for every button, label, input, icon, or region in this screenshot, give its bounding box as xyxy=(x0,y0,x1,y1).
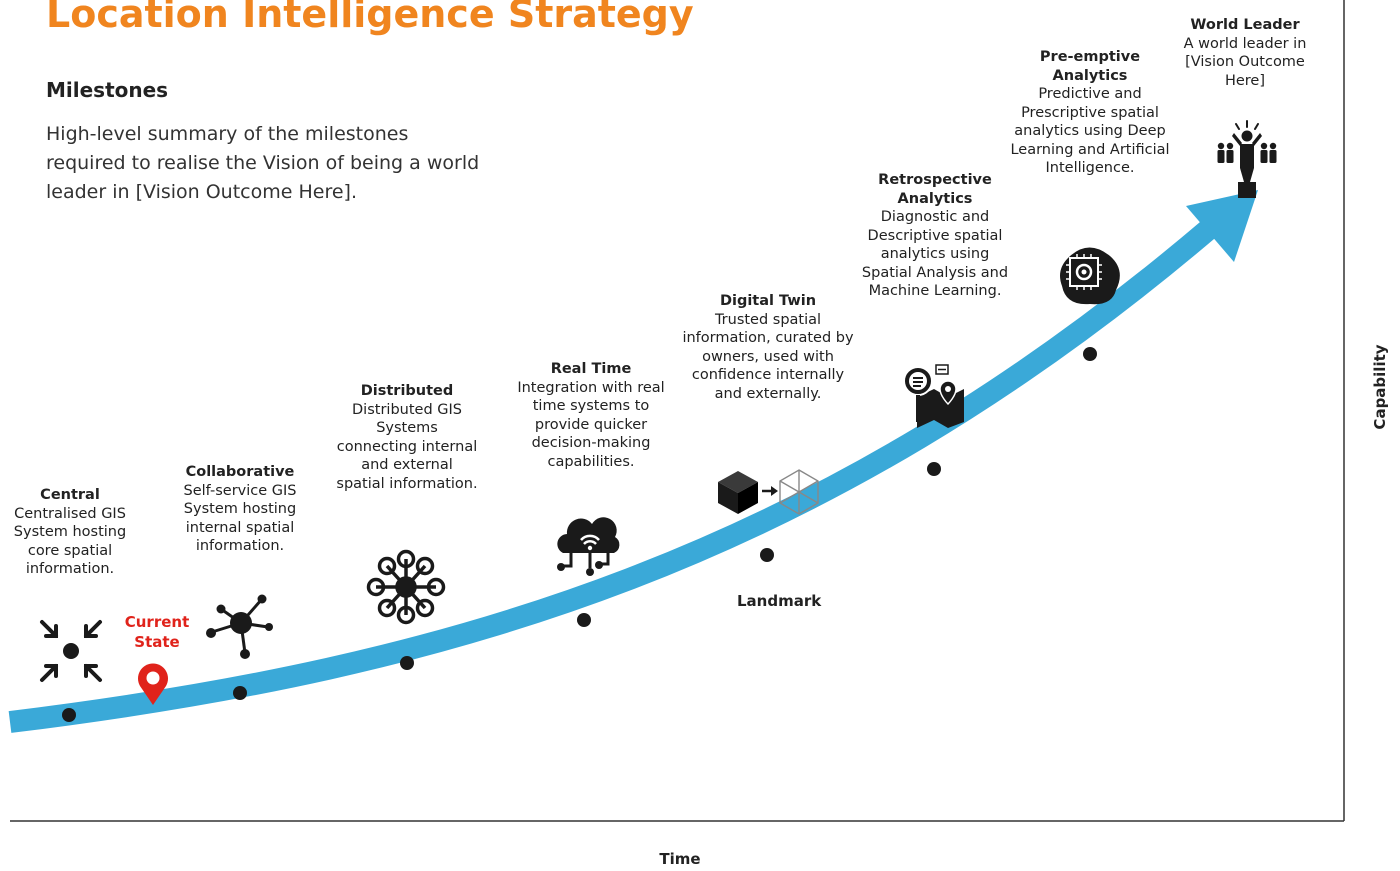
milestone-description: A world leader in [Vision Outcome Here] xyxy=(1183,35,1307,89)
milestone-pre-emptive: Pre-emptive Analytics Predictive and Pre… xyxy=(1008,48,1172,178)
milestone-description: Distributed GIS Systems connecting inter… xyxy=(336,401,478,492)
milestone-dot xyxy=(927,462,941,476)
map-analysis-icon xyxy=(903,364,964,428)
converge-arrows-icon xyxy=(40,620,102,682)
milestone-title: Pre-emptive Analytics xyxy=(1039,49,1141,84)
milestone-description: Integration with real time systems to pr… xyxy=(517,379,665,470)
milestone-dot xyxy=(62,708,76,722)
landmark-label: Landmark xyxy=(737,592,822,610)
milestone-description: Diagnostic and Descriptive spatial analy… xyxy=(861,209,1009,299)
milestone-description: Predictive and Prescriptive spatial anal… xyxy=(1010,86,1170,176)
section-subtitle: Milestones xyxy=(46,78,169,102)
milestone-distributed: Distributed Distributed GIS Systems conn… xyxy=(336,382,478,493)
milestone-collaborative: Collaborative Self-service GIS System ho… xyxy=(166,463,314,556)
milestone-title: Retrospective Analytics xyxy=(878,172,992,207)
x-axis-label: Time xyxy=(659,850,701,868)
milestone-description: Centralised GIS System hosting core spat… xyxy=(13,505,127,578)
milestone-real-time: Real Time Integration with real time sys… xyxy=(508,360,674,471)
milestone-title: World Leader xyxy=(1190,17,1300,33)
milestone-dot xyxy=(577,613,591,627)
milestone-world-leader: World Leader A world leader in [Vision O… xyxy=(1168,16,1322,90)
page-title: Location Intelligence Strategy xyxy=(46,0,694,36)
leader-podium-icon xyxy=(1217,120,1277,198)
milestone-title: Central xyxy=(40,487,100,503)
milestone-title: Distributed xyxy=(360,383,454,399)
ai-brain-chip-icon xyxy=(1060,247,1120,305)
milestone-digital-twin: Digital Twin Trusted spatial information… xyxy=(682,292,854,403)
summary-text: High-level summary of the milestones req… xyxy=(46,123,480,203)
milestone-dots xyxy=(62,347,1097,722)
milestone-description: Trusted spatial information, curated by … xyxy=(682,311,854,402)
milestone-title: Digital Twin xyxy=(719,293,817,309)
milestone-description: Self-service GIS System hosting internal… xyxy=(183,482,297,555)
milestone-central: Central Centralised GIS System hosting c… xyxy=(0,486,140,579)
y-axis-label: Capability xyxy=(1371,344,1389,430)
growth-arrow-shaft xyxy=(8,219,1218,733)
milestone-title: Real Time xyxy=(550,361,632,377)
milestone-retrospective: Retrospective Analytics Diagnostic and D… xyxy=(860,171,1010,301)
milestone-title: Collaborative xyxy=(185,464,295,480)
growth-arrowhead xyxy=(1186,190,1258,262)
cloud-wifi-icon xyxy=(557,517,620,576)
current-state-label: Current State xyxy=(124,613,190,651)
milestone-dot xyxy=(760,548,774,562)
mesh-network-icon xyxy=(366,549,446,625)
location-pin-icon xyxy=(138,663,168,705)
milestone-dot xyxy=(400,656,414,670)
milestone-dot xyxy=(233,686,247,700)
network-hub-icon xyxy=(206,594,273,659)
milestone-dot xyxy=(1083,347,1097,361)
cube-to-wireframe-icon xyxy=(718,469,819,515)
